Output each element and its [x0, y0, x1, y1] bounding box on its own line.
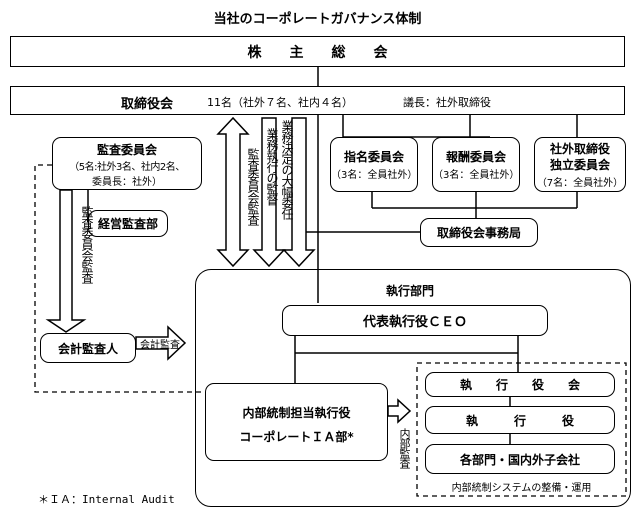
- board-chair: 議長：社外取締役: [403, 96, 491, 109]
- ceo-label: 代表執行役ＣＥＯ: [362, 315, 467, 330]
- board-of-directors-box: 取締役会 11名（社外７名、社内４名） 議長：社外取締役: [10, 86, 625, 115]
- exec-officers-label: 執 行 役: [465, 413, 574, 428]
- board-label: 取締役会: [121, 97, 174, 112]
- accounting-auditor-box: 会計監査人: [40, 333, 136, 363]
- internal-control-box: 内部統制担当執行役 コーポレートＩＡ部*: [205, 383, 388, 461]
- internal-control-system-label: 内部統制システムの整備・運用: [451, 483, 592, 494]
- exec-officers-board-label: 執 行 役 会: [459, 378, 580, 392]
- nomination-committee-label: 指名委員会: [343, 150, 404, 164]
- accounting-auditor-label: 会計監査人: [57, 341, 118, 356]
- footnote: ＊ＩＡ：Internal Audit: [38, 493, 175, 506]
- audit-committee-audit-label: 監査委員会監査: [80, 206, 94, 283]
- audit-committee-box: 監査委員会 （5名:社外3名、社内2名、 委員長：社外）: [52, 137, 202, 190]
- nomination-committee-detail: （3名：全員社外）: [331, 170, 418, 181]
- executive-division-label: 執行部門: [386, 284, 435, 298]
- audit-committee-label: 監査委員会: [96, 143, 157, 157]
- audit-committee-detail-2: 委員長：社外）: [92, 177, 162, 188]
- accounting-audit-label: 会計監査: [140, 340, 180, 351]
- nomination-committee-box: 指名委員会 （3名：全員社外）: [330, 137, 418, 192]
- departments-label: 各部門・国内外子会社: [459, 452, 580, 467]
- compensation-committee-detail: （3名：全員社外）: [433, 170, 520, 181]
- independent-committee-label-2: 独立委員会: [549, 158, 610, 172]
- board-detail: 11名（社外７名、社内４名）: [207, 96, 353, 109]
- board-audit-label: 監査委員会監査: [246, 148, 260, 225]
- internal-control-label-2: コーポレートＩＡ部*: [239, 430, 354, 444]
- ceo-box: 代表執行役ＣＥＯ: [282, 305, 548, 336]
- exec-officers-box: 執 行 役: [425, 406, 615, 434]
- board-office-label: 取締役会事務局: [436, 226, 521, 240]
- shareholders-meeting-label: 株 主 総 会: [247, 44, 388, 61]
- audit-committee-detail-1: （5名:社外3名、社内2名、: [69, 162, 185, 173]
- independent-committee-label-1: 社外取締役: [549, 142, 610, 156]
- compensation-committee-box: 報酬委員会 （3名：全員社外）: [432, 137, 520, 192]
- exec-officers-board-box: 執 行 役 会: [425, 372, 615, 397]
- independent-committee-detail: （7名：全員社外）: [536, 178, 624, 189]
- executive-division-box: [195, 269, 631, 507]
- independent-committee-box: 社外取締役 独立委員会 （7名：全員社外）: [534, 137, 626, 192]
- compensation-committee-label: 報酬委員会: [445, 150, 506, 164]
- board-office-box: 取締役会事務局: [420, 218, 538, 247]
- departments-box: 各部門・国内外子会社: [425, 444, 615, 474]
- shareholders-meeting-box: 株 主 総 会: [10, 36, 625, 67]
- internal-control-label-1: 内部統制担当執行役: [242, 406, 351, 420]
- delegation-label: 業務決定の大幅委任: [280, 120, 294, 219]
- page-title: 当社のコーポレートガバナンス体制: [213, 12, 422, 27]
- internal-audit-label: 内部監査: [398, 428, 411, 468]
- supervision-label: 業務執行の監督: [265, 128, 279, 205]
- management-audit-dept-label: 経営監査部: [97, 217, 158, 231]
- management-audit-dept-box: 経営監査部: [88, 210, 168, 237]
